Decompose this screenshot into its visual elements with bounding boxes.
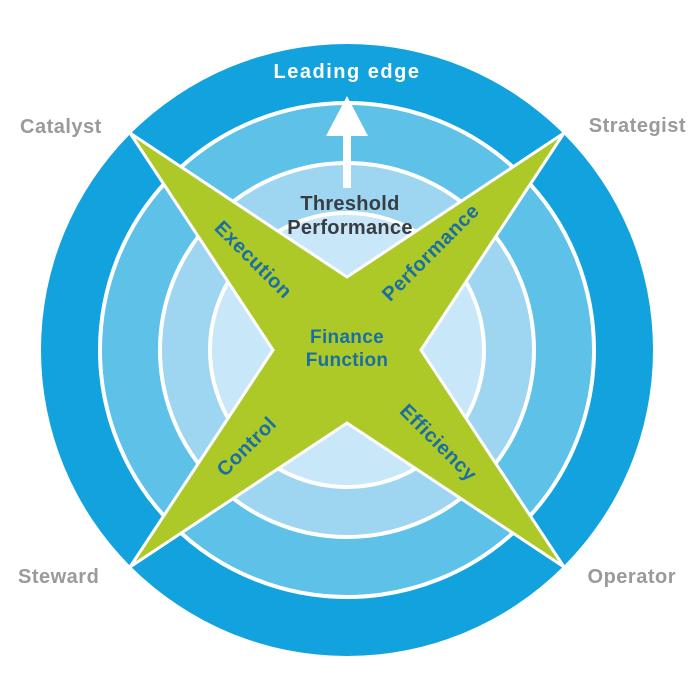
star-shape [128, 131, 566, 569]
threshold-line1: Threshold [300, 193, 399, 215]
center-line2: Function [306, 350, 389, 371]
center-line1: Finance [310, 327, 384, 348]
role-label-operator: Operator [588, 566, 676, 588]
threshold-performance-label: Threshold Performance [287, 193, 413, 239]
threshold-line2: Performance [287, 217, 413, 239]
arrow-shaft [343, 131, 351, 188]
arrow-head [326, 96, 368, 136]
upward-arrow-icon [326, 96, 368, 188]
role-label-strategist: Strategist [589, 115, 686, 137]
role-label-steward: Steward [18, 566, 99, 588]
center-label: Finance Function [306, 327, 389, 371]
role-label-catalyst: Catalyst [20, 116, 102, 138]
leading-edge-label: Leading edge [274, 61, 421, 83]
